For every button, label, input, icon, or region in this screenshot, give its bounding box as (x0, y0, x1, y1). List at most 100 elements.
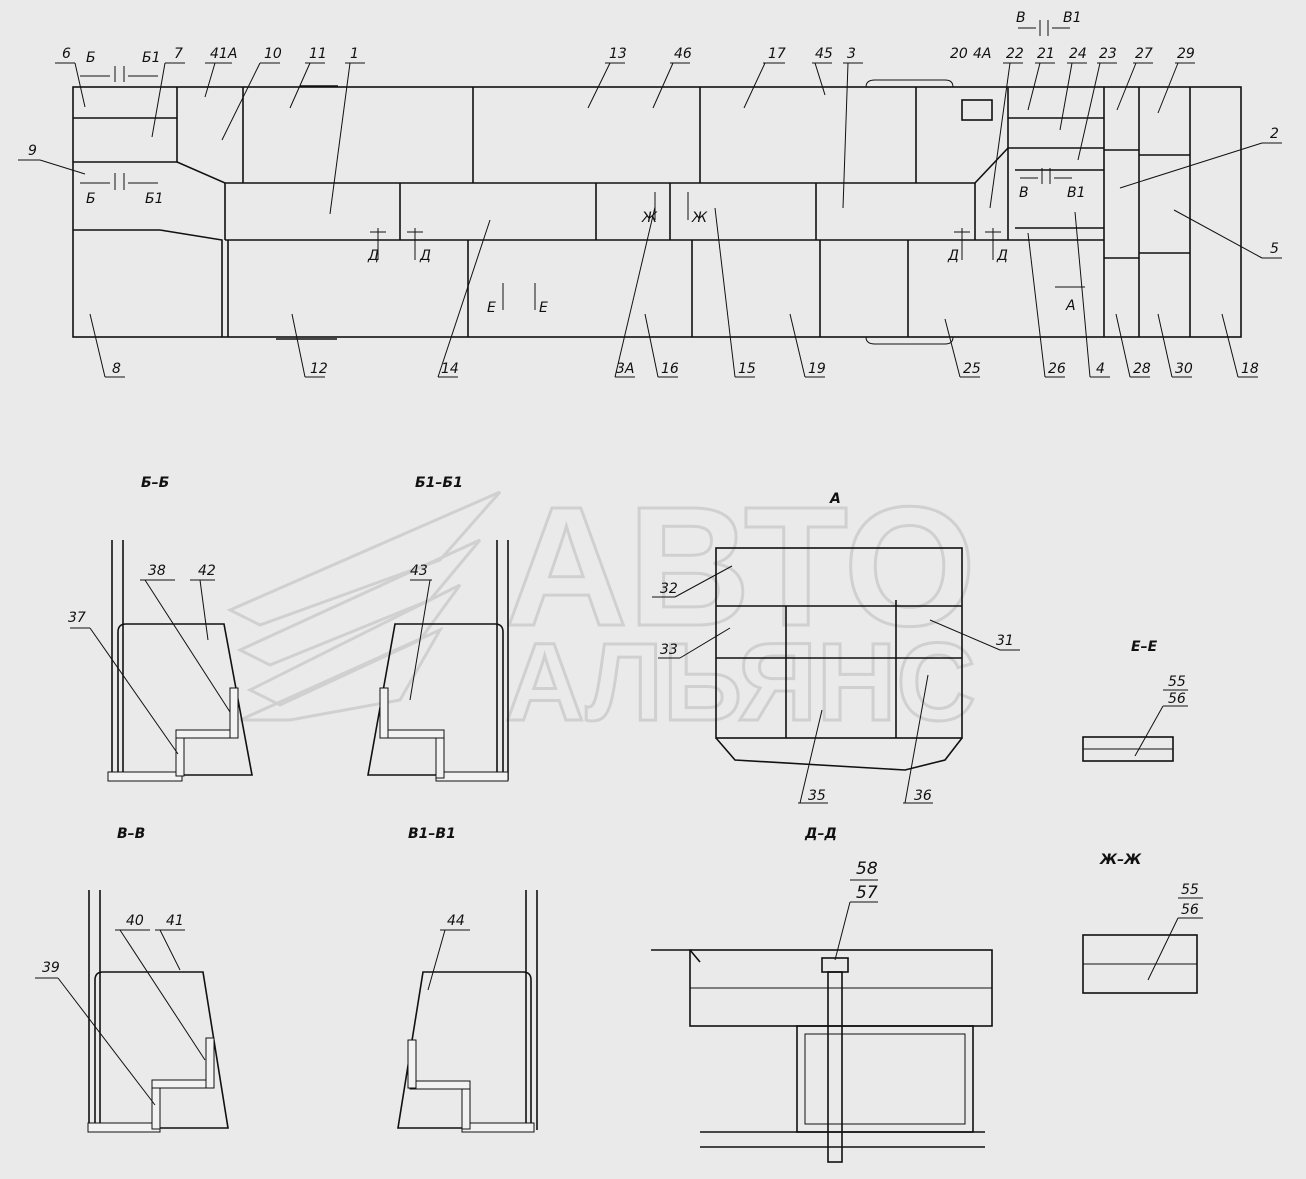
label-4: 4 (1096, 361, 1105, 377)
label-22: 22 (1006, 46, 1024, 62)
section-vv1-title: В1–В1 (408, 826, 456, 842)
inner-v1: В1 (1067, 185, 1086, 201)
section-ee-part-56: 56 (1168, 691, 1186, 707)
inner-v: В (1019, 185, 1029, 201)
label-17: 17 (768, 46, 786, 62)
section-bb1-part-43: 43 (410, 563, 428, 579)
label-13: 13 (609, 46, 627, 62)
label-28: 28 (1133, 361, 1151, 377)
section-vv1: В1–В1 44 (397, 826, 538, 1133)
inner-e2: Е (539, 300, 548, 316)
section-bb-part-37: 37 (68, 610, 86, 626)
section-zhzh-part-56: 56 (1181, 902, 1199, 918)
label-10: 10 (264, 46, 282, 62)
view-a-part-36: 36 (914, 788, 932, 804)
inner-d4: Д (996, 248, 1008, 264)
label-3a: 3А (616, 361, 634, 377)
label-16: 16 (661, 361, 679, 377)
section-bb-part-38: 38 (148, 563, 166, 579)
label-9: 9 (28, 143, 37, 159)
watermark-logo: АВТО АЛЬЯНС (226, 471, 977, 746)
top-labels: 6 Б Б1 7 41А 10 11 1 13 46 17 45 3 20 4А… (62, 10, 1195, 66)
label-1: 1 (350, 46, 359, 62)
bottom-labels: 8 12 14 3А 16 15 19 25 26 4 28 30 18 (112, 361, 1259, 377)
label-2: 2 (1270, 126, 1279, 142)
label-3: 3 (847, 46, 856, 62)
label-5: 5 (1270, 241, 1279, 257)
inner-d1: Д (367, 248, 379, 264)
section-ee-part-55: 55 (1168, 674, 1186, 690)
inner-e1: Е (487, 300, 496, 316)
section-zhzh: Ж–Ж 55 56 (1082, 852, 1203, 994)
view-a: А 32 33 31 35 36 (652, 491, 1020, 804)
section-bb-part-42: 42 (198, 563, 216, 579)
label-24: 24 (1069, 46, 1087, 62)
label-6: 6 (62, 46, 71, 62)
section-dd-title: Д–Д (804, 826, 837, 842)
section-dd-part-58: 58 (856, 859, 878, 879)
section-vv-part-41: 41 (166, 913, 184, 929)
label-7: 7 (174, 46, 183, 62)
section-zhzh-title: Ж–Ж (1099, 852, 1142, 868)
view-a-title: А (829, 491, 841, 507)
section-zhzh-part-55: 55 (1181, 882, 1199, 898)
label-27: 27 (1135, 46, 1153, 62)
label-29: 29 (1177, 46, 1195, 62)
section-vv-part-40: 40 (126, 913, 144, 929)
label-20: 20 (950, 46, 968, 62)
section-bb: Б–Б 37 38 42 (68, 475, 253, 782)
section-ee-title: Е–Е (1131, 639, 1158, 655)
inner-b1: Б1 (145, 191, 164, 207)
view-a-part-32: 32 (660, 581, 678, 597)
label-b1: Б1 (142, 50, 161, 66)
view-a-part-33: 33 (660, 642, 678, 658)
label-18: 18 (1241, 361, 1259, 377)
label-23: 23 (1099, 46, 1117, 62)
inner-labels: Б Б1 Д Д Е Е Ж Ж Д Д В В1 А (86, 185, 1086, 316)
side-labels: 9 2 5 (28, 126, 1279, 257)
section-vv-part-39: 39 (42, 960, 60, 976)
label-14: 14 (441, 361, 459, 377)
label-v1: В1 (1063, 10, 1082, 26)
section-vv1-part-44: 44 (447, 913, 465, 929)
label-25: 25 (963, 361, 981, 377)
section-vv-title: В–В (117, 826, 145, 842)
inner-b: Б (86, 191, 96, 207)
inner-zh2: Ж (691, 210, 708, 226)
label-11: 11 (309, 46, 327, 62)
label-26: 26 (1048, 361, 1066, 377)
label-15: 15 (738, 361, 756, 377)
watermark-line2: АЛЬЯНС (505, 621, 976, 744)
bottom-leaders (89, 206, 1258, 378)
view-a-part-31: 31 (996, 633, 1014, 649)
label-46: 46 (674, 46, 692, 62)
label-41a: 41А (210, 46, 237, 62)
label-12: 12 (310, 361, 328, 377)
label-21: 21 (1037, 46, 1055, 62)
label-b: Б (86, 50, 96, 66)
top-leaders (18, 62, 1282, 259)
section-bb-title: Б–Б (141, 475, 169, 491)
inner-a: А (1065, 298, 1076, 314)
inner-d2: Д (419, 248, 431, 264)
section-bb1-title: Б1–Б1 (415, 475, 463, 491)
watermark-line1: АВТО (505, 472, 976, 662)
section-dd: Д–Д 58 57 (651, 826, 993, 1163)
label-19: 19 (808, 361, 826, 377)
label-4a: 4А (973, 46, 991, 62)
view-a-part-35: 35 (808, 788, 826, 804)
section-bb1: Б1–Б1 43 (367, 475, 509, 782)
label-v: В (1016, 10, 1026, 26)
inner-zh1: Ж (641, 210, 658, 226)
section-dd-part-57: 57 (856, 883, 878, 903)
label-8: 8 (112, 361, 121, 377)
label-45: 45 (815, 46, 833, 62)
inner-d3: Д (947, 248, 959, 264)
main-plan-outline (72, 79, 1242, 345)
section-ee: Е–Е 55 56 (1082, 639, 1188, 762)
section-markers (80, 20, 1085, 310)
section-vv: В–В 39 40 41 (35, 826, 229, 1133)
label-30: 30 (1175, 361, 1193, 377)
